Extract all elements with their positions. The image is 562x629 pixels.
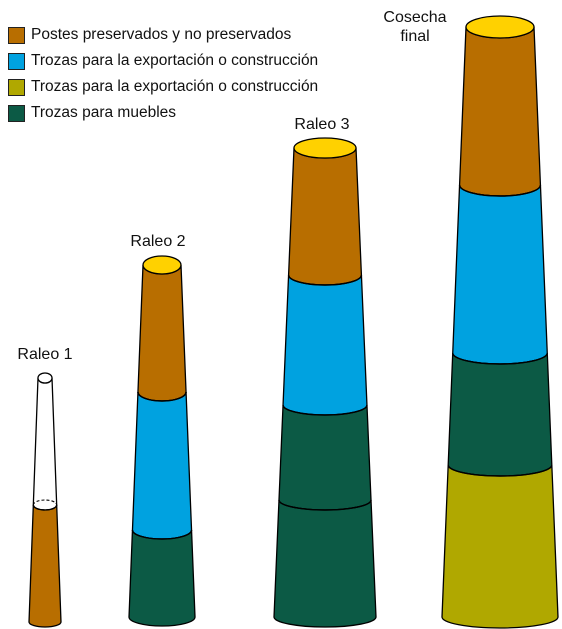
legend-swatch-exportacion-azul bbox=[8, 52, 25, 70]
log-raleo-3-segment-4 bbox=[273, 499, 377, 628]
legend-item-muebles: Trozas para muebles bbox=[8, 103, 176, 123]
log-raleo-2-segment-3 bbox=[128, 529, 196, 627]
log-cosecha-final-seam-2 bbox=[452, 352, 548, 365]
stage-label-final: final bbox=[400, 28, 430, 45]
legend-item-exportacion-oliva: Trozas para la exportación o construcció… bbox=[8, 77, 318, 97]
log-cosecha-final-segment-3 bbox=[447, 352, 553, 477]
legend-item-postes: Postes preservados y no preservados bbox=[8, 25, 291, 45]
legend: Postes preservados y no preservados Troz… bbox=[0, 0, 400, 130]
log-raleo-3-segment-1 bbox=[287, 147, 363, 286]
log-raleo-2-seam-2 bbox=[131, 529, 193, 540]
log-raleo-1-seam-1 bbox=[32, 504, 58, 511]
log-raleo-2-segment-2 bbox=[131, 391, 193, 540]
log-raleo-3-seam-3 bbox=[278, 499, 372, 511]
log-raleo-1-segment-1 bbox=[32, 377, 58, 511]
log-raleo-3-seam-2 bbox=[282, 404, 368, 416]
stage-label-cosecha-final: Cosecha final bbox=[360, 8, 470, 46]
legend-label-muebles: Trozas para muebles bbox=[31, 104, 177, 121]
legend-swatch-postes bbox=[8, 26, 25, 44]
log-raleo-3-segment-2 bbox=[282, 274, 368, 416]
log-raleo-3-segment-3 bbox=[278, 404, 372, 511]
log-raleo-2-seam-1 bbox=[137, 391, 187, 402]
log-raleo-2-segment-1 bbox=[137, 264, 187, 402]
log-cosecha-final-segment-1 bbox=[458, 26, 542, 197]
log-cosecha-final-segment-2 bbox=[452, 184, 548, 365]
legend-item-exportacion-azul: Trozas para la exportación o construcció… bbox=[8, 51, 318, 71]
log-raleo-2-top-cap bbox=[142, 255, 182, 275]
stage-label-raleo-3: Raleo 3 bbox=[294, 116, 350, 133]
stage-label-raleo-1: Raleo 1 bbox=[17, 346, 73, 363]
log-raleo-1-top-cap bbox=[37, 372, 53, 384]
log-raleo-3-top-cap bbox=[293, 137, 357, 159]
legend-label-exportacion-azul: Trozas para la exportación o construcció… bbox=[31, 52, 319, 69]
legend-label-exportacion-oliva: Trozas para la exportación o construcció… bbox=[31, 78, 319, 95]
log-cosecha-final-top-cap bbox=[465, 15, 535, 39]
legend-label-postes: Postes preservados y no preservados bbox=[31, 26, 292, 43]
log-raleo-1-segment-2 bbox=[28, 504, 62, 628]
log-cosecha-final-seam-1 bbox=[458, 184, 542, 197]
log-raleo-1-cut-back bbox=[32, 499, 58, 506]
log-cosecha-final-segment-4 bbox=[441, 464, 559, 629]
log-raleo-3-seam-1 bbox=[287, 274, 363, 286]
log-cosecha-final-seam-3 bbox=[447, 464, 553, 477]
legend-swatch-muebles bbox=[8, 104, 25, 122]
stage-label-raleo-2: Raleo 2 bbox=[130, 233, 186, 250]
legend-swatch-exportacion-oliva bbox=[8, 78, 25, 96]
stage-label-cosecha: Cosecha bbox=[383, 9, 447, 26]
